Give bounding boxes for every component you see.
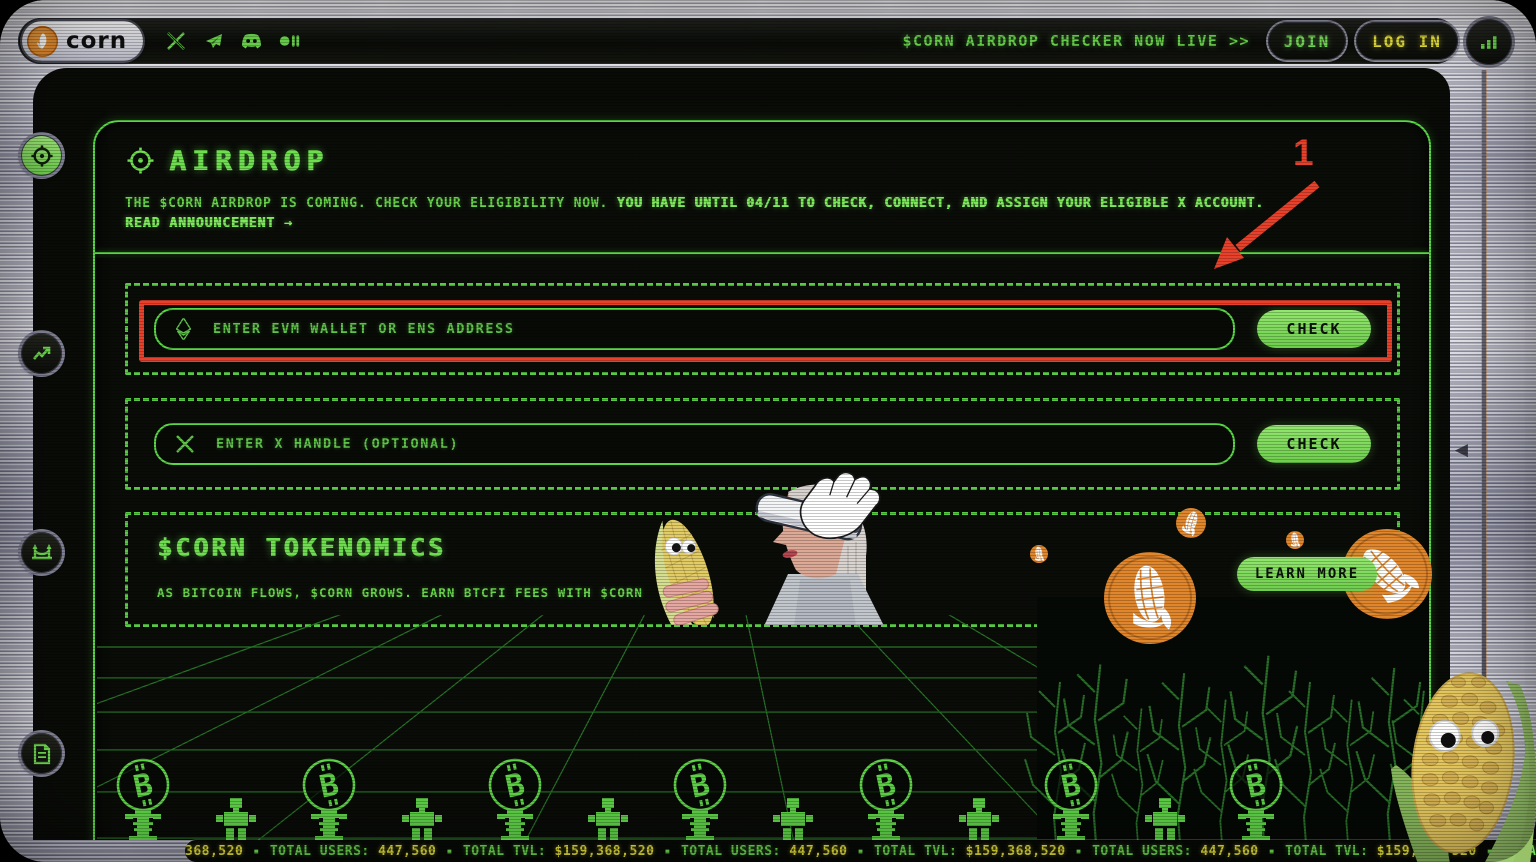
join-button[interactable]: JOIN (1268, 22, 1346, 60)
bitcoin-pedestal-icon: B (673, 758, 727, 840)
sidebar-item-stats[interactable] (21, 333, 62, 374)
intro-normal: THE $CORN AIRDROP IS COMING. CHECK YOUR … (125, 196, 609, 211)
pedestal-row: B B B (97, 757, 1427, 840)
vr-woman-corn-image (654, 471, 884, 625)
bitcoin-pedestal-icon: B (488, 758, 542, 840)
bitcoin-pedestal-icon: B (1229, 758, 1283, 840)
ticker-item: TOTAL TVL: $159,368,520 (874, 843, 1066, 859)
bitcoin-pedestal-icon: B (116, 758, 170, 840)
target-icon (127, 147, 154, 174)
robot-icon (216, 798, 256, 840)
hand-cursor-icon (799, 471, 881, 540)
ticker-item: TOTAL TVL: $159,368,520 (462, 843, 655, 859)
bar-chart-icon (1481, 36, 1497, 49)
handle-check-group: CHECK (125, 398, 1400, 490)
intro-text: THE $CORN AIRDROP IS COMING. CHECK YOUR … (125, 196, 1375, 211)
robot-icon (402, 798, 442, 840)
annotation-step-number: 1 (1293, 132, 1314, 173)
ticker-item: TOTAL USERS: 447,560 (680, 843, 848, 859)
corn-logo[interactable]: corn (22, 21, 144, 61)
right-rail (1482, 70, 1486, 836)
panel-title-row: AIRDROP (127, 144, 329, 177)
bitcoin-pedestal-icon: B (1044, 758, 1098, 840)
chart-button[interactable] (1466, 19, 1512, 65)
airdrop-panel: AIRDROP THE $CORN AIRDROP IS COMING. CHE… (93, 120, 1432, 840)
tokenomics-subtitle: AS BITCOIN FLOWS, $CORN GROWS. EARN BTCF… (157, 585, 643, 600)
corn-logo-icon (27, 25, 58, 57)
read-announcement-link[interactable]: READ ANNOUNCEMENT → (125, 216, 293, 231)
corn-coin-small (1030, 545, 1048, 563)
handle-input-wrap (154, 423, 1235, 465)
corn-field-silhouette (1024, 597, 1427, 840)
corn-coin-small (1176, 508, 1206, 538)
collapse-left-arrow-icon[interactable]: ◀ (1454, 440, 1468, 460)
intro-bold: YOU HAVE UNTIL 04/11 TO CHECK, CONNECT, … (616, 196, 1264, 211)
panel-divider (95, 252, 1429, 254)
x-icon (176, 435, 194, 453)
social-links (165, 31, 300, 52)
handle-check-button[interactable]: CHECK (1257, 425, 1371, 463)
wallet-check-group: CHECK (125, 283, 1400, 375)
learn-more-button[interactable]: LEARN MORE (1237, 557, 1377, 591)
ethereum-icon (176, 318, 191, 340)
screen: AIRDROP THE $CORN AIRDROP IS COMING. CHE… (33, 68, 1450, 840)
robot-icon (1145, 798, 1185, 840)
logo-text: corn (66, 28, 128, 54)
ticker-item: TOTAL TVL: $159,368,520 (1285, 843, 1477, 859)
bridge-icon (31, 543, 52, 559)
x-icon[interactable] (165, 31, 186, 52)
grid-scene (97, 597, 1427, 840)
corn-coin-small (1286, 531, 1304, 549)
document-icon (33, 743, 50, 764)
robot-icon (773, 798, 813, 840)
announcement-banner[interactable]: $CORN AIRDROP CHECKER NOW LIVE >> (902, 32, 1250, 50)
wallet-check-button[interactable]: CHECK (1257, 310, 1371, 348)
trend-up-icon (32, 346, 50, 360)
sidebar-item-bridge[interactable] (21, 532, 62, 573)
ticker-item: TOTAL USERS: 447,560 (1503, 843, 1536, 859)
wallet-input-wrap (154, 308, 1235, 350)
login-button[interactable]: LOG IN (1356, 22, 1458, 60)
ticker-item: TOTAL USERS: 447,560 (1092, 843, 1259, 859)
sidebar-item-airdrop[interactable] (21, 135, 62, 176)
tokenomics-title: $CORN TOKENOMICS (157, 533, 446, 562)
stats-ticker: 368,520▪TOTAL USERS: 447,560▪TOTAL TVL: … (185, 840, 1536, 862)
bitcoin-pedestal-icon: B (302, 758, 356, 840)
ticker-item: TOTAL USERS: 447,560 (269, 843, 437, 859)
telegram-icon[interactable] (203, 31, 224, 52)
wallet-address-input[interactable] (211, 320, 1213, 338)
header-bar: corn $CORN AIRDROP CHECKER NOW LIVE >> J… (18, 18, 1458, 64)
dex-chart-icon[interactable] (279, 31, 300, 52)
corn-coin (1104, 552, 1196, 644)
sidebar-item-docs[interactable] (21, 733, 62, 774)
x-handle-input[interactable] (214, 435, 1213, 453)
robot-icon (588, 798, 628, 840)
target-icon (30, 144, 53, 167)
page-title: AIRDROP (169, 144, 330, 177)
bitcoin-pedestal-icon: B (859, 758, 913, 840)
ticker-track: 368,520▪TOTAL USERS: 447,560▪TOTAL TVL: … (185, 844, 1536, 859)
discord-icon[interactable] (241, 31, 262, 52)
robot-icon (959, 798, 999, 840)
corn-with-eyes (654, 519, 719, 625)
